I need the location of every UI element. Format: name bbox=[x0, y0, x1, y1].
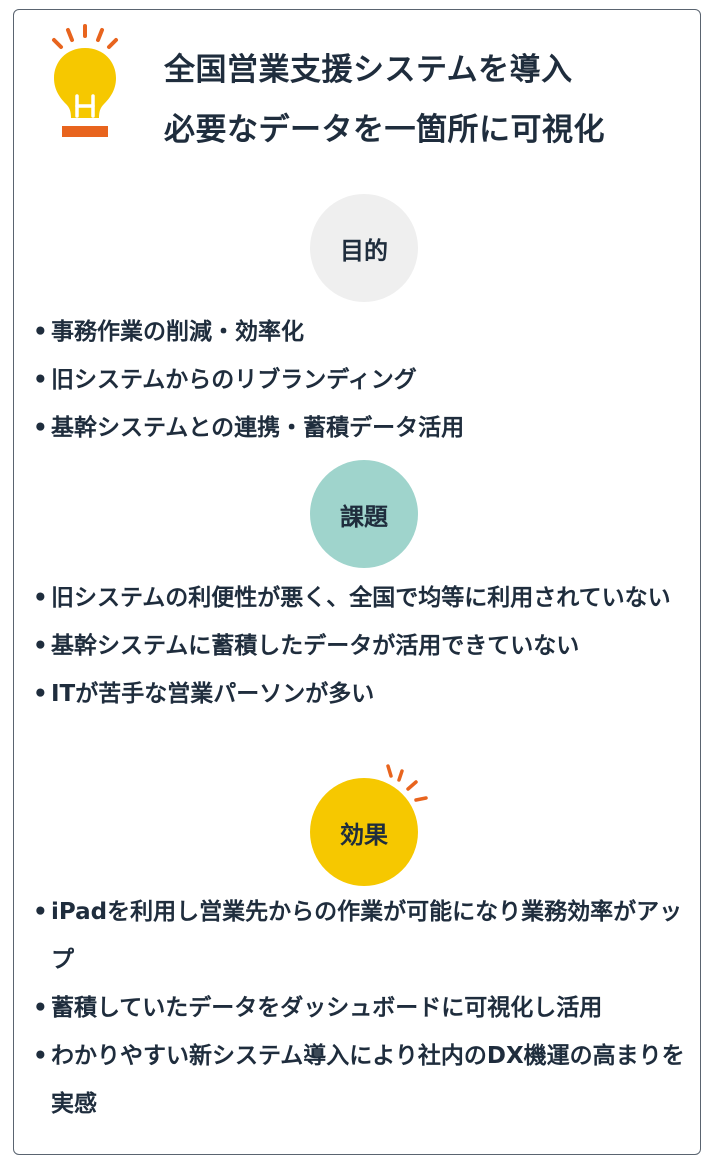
list-item: ITが苦手な営業パーソンが多い bbox=[33, 670, 688, 718]
list-item: わかりやすい新システム導入により社内のDX機運の高まりを実感 bbox=[33, 1032, 688, 1128]
list-item: 事務作業の削減・効率化 bbox=[33, 308, 688, 356]
list-item: 蓄積していたデータをダッシュボードに可視化し活用 bbox=[33, 984, 688, 1032]
purpose-list: 事務作業の削減・効率化 旧システムからのリブランディング 基幹システムとの連携・… bbox=[33, 308, 688, 452]
lightbulb-icon bbox=[52, 24, 118, 137]
title-line-1: 全国営業支援システムを導入 bbox=[164, 52, 573, 88]
issues-badge: 課題 bbox=[310, 460, 418, 568]
list-item: 旧システムの利便性が悪く、全国で均等に利用されていない bbox=[33, 574, 688, 622]
list-item: iPadを利用し営業先からの作業が可能になり業務効率がアップ bbox=[33, 888, 688, 984]
sparkle-rays-icon bbox=[386, 764, 428, 802]
list-item: 基幹システムに蓄積したデータが活用できていない bbox=[33, 622, 688, 670]
effects-badge: 効果 bbox=[310, 778, 418, 886]
page-title: 全国営業支援システムを導入 必要なデータを一箇所に可視化 bbox=[164, 40, 605, 160]
title-line-2: 必要なデータを一箇所に可視化 bbox=[164, 112, 605, 148]
purpose-badge: 目的 bbox=[310, 194, 418, 302]
list-item: 旧システムからのリブランディング bbox=[33, 356, 688, 404]
effects-list: iPadを利用し営業先からの作業が可能になり業務効率がアップ 蓄積していたデータ… bbox=[33, 888, 688, 1128]
list-item: 基幹システムとの連携・蓄積データ活用 bbox=[33, 404, 688, 452]
issues-list: 旧システムの利便性が悪く、全国で均等に利用されていない 基幹システムに蓄積したデ… bbox=[33, 574, 688, 718]
